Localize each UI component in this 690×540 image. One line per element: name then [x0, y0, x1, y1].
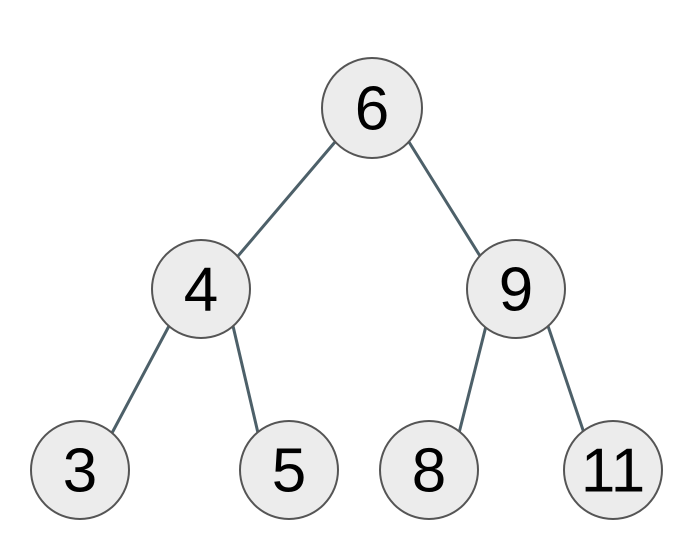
tree-edge — [231, 324, 260, 435]
tree-edge — [546, 324, 586, 435]
tree-node-circle[interactable] — [379, 420, 479, 520]
tree-edge — [236, 140, 337, 258]
tree-edge — [457, 324, 488, 435]
tree-node-label: 5 — [272, 437, 306, 506]
tree-edge — [407, 140, 482, 258]
tree-node-label: 11 — [581, 437, 645, 506]
tree-node[interactable]: 4 — [151, 239, 251, 339]
tree-node-label: 3 — [63, 437, 97, 506]
tree-node[interactable]: 5 — [239, 420, 339, 520]
tree-node-label: 9 — [499, 256, 533, 325]
tree-node-circle[interactable] — [321, 57, 423, 159]
tree-node-circle[interactable] — [239, 420, 339, 520]
tree-node-label: 8 — [412, 437, 446, 506]
tree-edges-group — [110, 140, 586, 435]
tree-node[interactable]: 6 — [321, 57, 423, 159]
tree-node-circle[interactable] — [563, 420, 663, 520]
tree-node[interactable]: 11 — [563, 420, 663, 520]
tree-node[interactable]: 8 — [379, 420, 479, 520]
tree-nodes-group: 6 4 9 3 5 8 11 — [30, 57, 663, 520]
tree-edge — [110, 324, 171, 435]
tree-node-circle[interactable] — [151, 239, 251, 339]
tree-node-label: 6 — [355, 75, 389, 144]
tree-node-label: 4 — [184, 256, 218, 325]
tree-node[interactable]: 3 — [30, 420, 130, 520]
tree-node-circle[interactable] — [466, 239, 566, 339]
tree-node-circle[interactable] — [30, 420, 130, 520]
tree-node[interactable]: 9 — [466, 239, 566, 339]
